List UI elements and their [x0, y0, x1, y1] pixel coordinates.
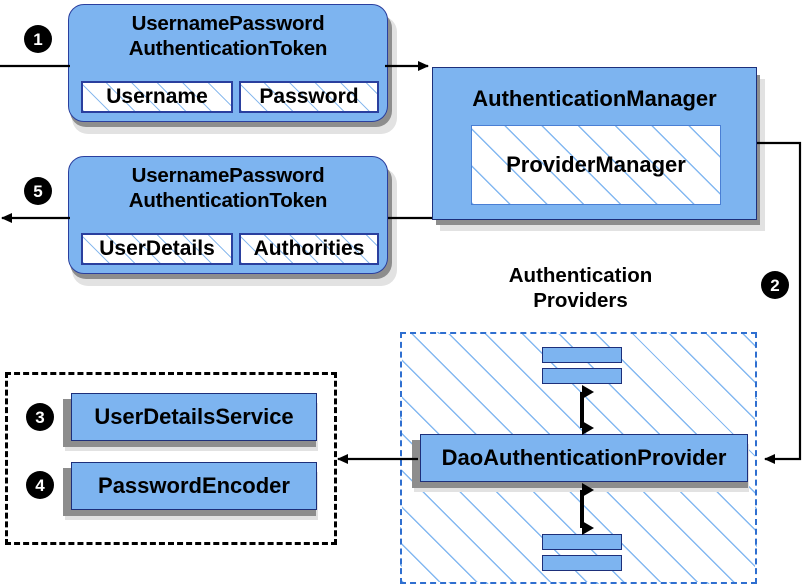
response-token-title-line1: UsernamePassword: [131, 164, 325, 187]
step-badge-2: 2: [762, 272, 788, 298]
providers-caption-line2: Providers: [533, 289, 628, 312]
request-token-title-line2: AuthenticationToken: [128, 37, 328, 60]
provider-manager-box[interactable]: ProviderManager: [471, 125, 721, 205]
step-badge-4: 4: [27, 472, 53, 498]
user-services-group[interactable]: [5, 372, 337, 545]
token-slot-username[interactable]: Username: [81, 81, 233, 113]
dao-authentication-provider-label: DaoAuthenticationProvider: [441, 445, 727, 470]
collapsed-provider-bar-3[interactable]: [542, 534, 622, 550]
token-slot-username-label: Username: [106, 85, 208, 108]
step-badge-1: 1: [25, 26, 51, 52]
step-badge-3: 3: [27, 404, 53, 430]
token-slot-authorities[interactable]: Authorities: [239, 233, 379, 265]
collapsed-provider-bar-4[interactable]: [542, 555, 622, 571]
request-authentication-token-card[interactable]: UsernamePassword AuthenticationToken Use…: [68, 4, 388, 122]
collapsed-provider-bar-2[interactable]: [542, 368, 622, 384]
authentication-manager-box[interactable]: AuthenticationManager ProviderManager: [432, 67, 757, 220]
response-token-title: UsernamePassword AuthenticationToken: [69, 163, 387, 213]
providers-caption-line1: Authentication: [508, 264, 653, 287]
response-token-title-line2: AuthenticationToken: [128, 189, 328, 212]
step-badge-5: 5: [25, 178, 51, 204]
token-slot-authorities-label: Authorities: [253, 237, 365, 260]
user-details-service-label: UserDetailsService: [94, 404, 294, 429]
user-details-service-box[interactable]: UserDetailsService: [71, 393, 317, 441]
token-slot-password-label: Password: [259, 85, 359, 108]
password-encoder-box[interactable]: PasswordEncoder: [71, 462, 317, 510]
collapsed-provider-bar-1[interactable]: [542, 347, 622, 363]
password-encoder-label: PasswordEncoder: [98, 473, 290, 498]
response-authentication-token-card[interactable]: UsernamePassword AuthenticationToken Use…: [68, 156, 388, 274]
provider-manager-label: ProviderManager: [506, 152, 686, 177]
token-slot-userdetails[interactable]: UserDetails: [81, 233, 233, 265]
authentication-manager-label: AuthenticationManager: [472, 86, 717, 111]
request-token-title: UsernamePassword AuthenticationToken: [69, 11, 387, 61]
token-slot-userdetails-label: UserDetails: [99, 237, 215, 260]
dao-authentication-provider-box[interactable]: DaoAuthenticationProvider: [420, 434, 748, 482]
token-slot-password[interactable]: Password: [239, 81, 379, 113]
authentication-providers-caption: Authentication Providers: [468, 263, 693, 313]
request-token-title-line1: UsernamePassword: [131, 12, 325, 35]
